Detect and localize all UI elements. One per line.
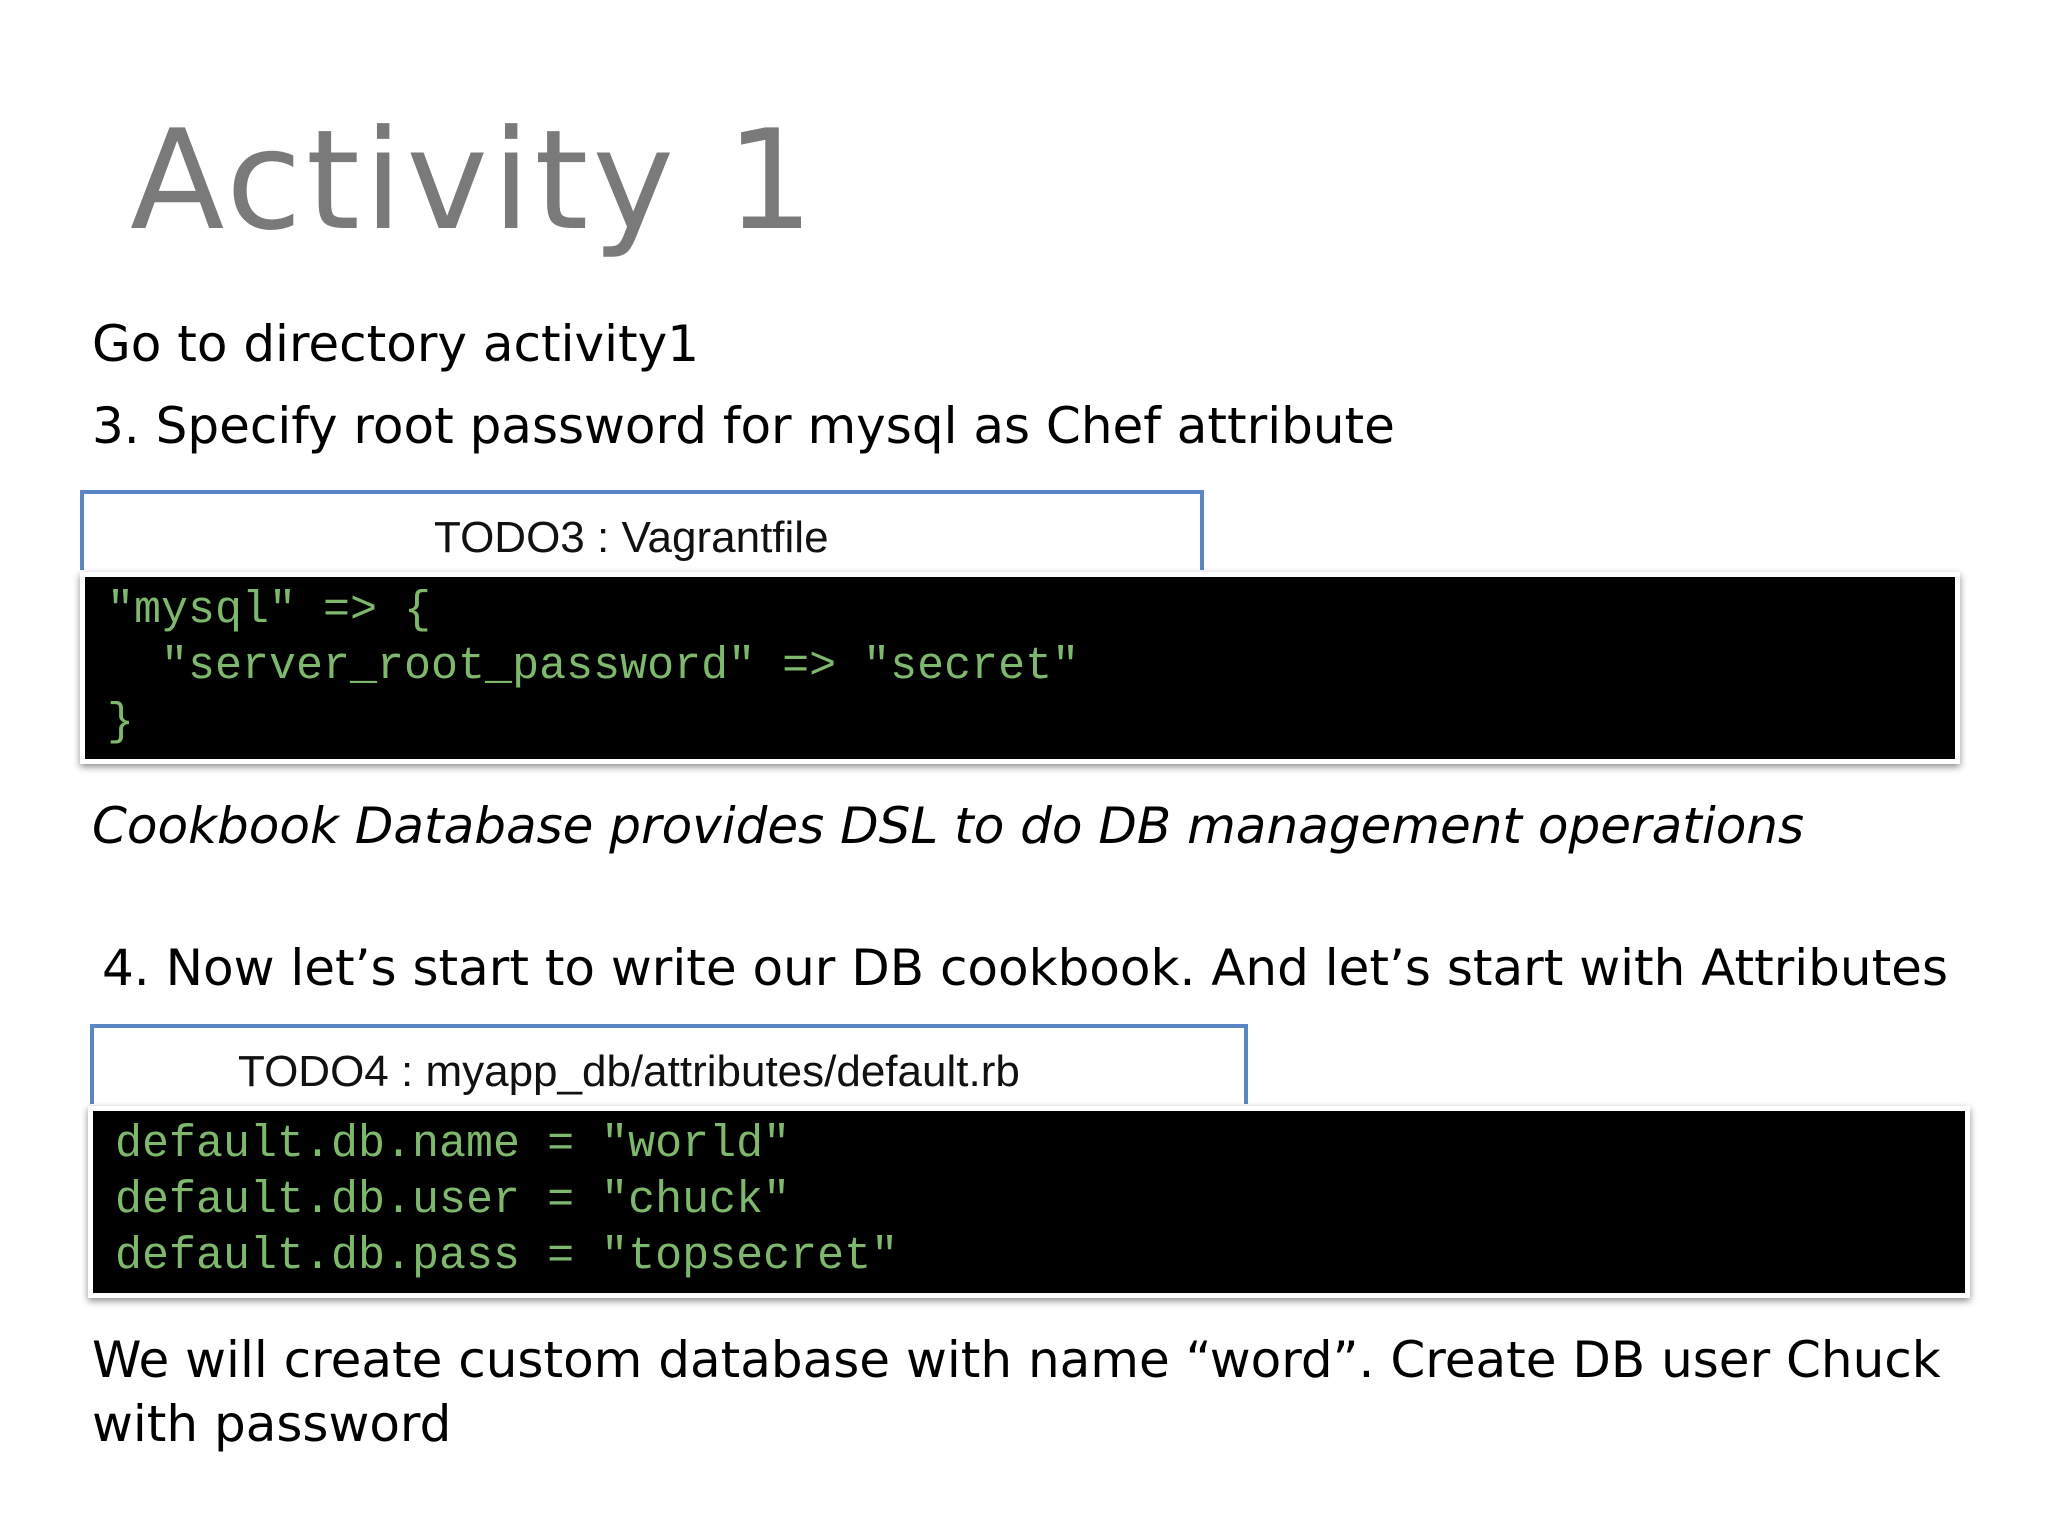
todo3-code-block: "mysql" => { "server_root_password" => "… (80, 572, 1960, 764)
todo4-code-block: default.db.name = "world" default.db.use… (88, 1106, 1970, 1298)
closing-note-text: We will create custom database with name… (92, 1331, 1941, 1453)
code-line: default.db.user = "chuck" (115, 1175, 791, 1226)
step-intro-text: Go to directory activity1 (92, 315, 700, 373)
todo3-label-box: TODO3 : Vagrantfile (80, 490, 1204, 570)
code-line: "server_root_password" => "secret" (107, 641, 1080, 692)
todo4-label: TODO4 : myapp_db/attributes/default.rb (238, 1047, 1020, 1096)
step4-text: 4. Now let’s start to write our DB cookb… (102, 939, 1948, 997)
slide-title: Activity 1 (130, 100, 818, 261)
code-line: default.db.name = "world" (115, 1119, 791, 1170)
step3-text: 3. Specify root password for mysql as Ch… (92, 397, 1395, 455)
code-line: default.db.pass = "topsecret" (115, 1231, 899, 1282)
code-line: } (107, 697, 135, 748)
cookbook-note-text: Cookbook Database provides DSL to do DB … (92, 797, 1805, 855)
todo3-label: TODO3 : Vagrantfile (434, 513, 829, 562)
code-line: "mysql" => { (107, 585, 432, 636)
todo4-label-box: TODO4 : myapp_db/attributes/default.rb (90, 1024, 1248, 1104)
